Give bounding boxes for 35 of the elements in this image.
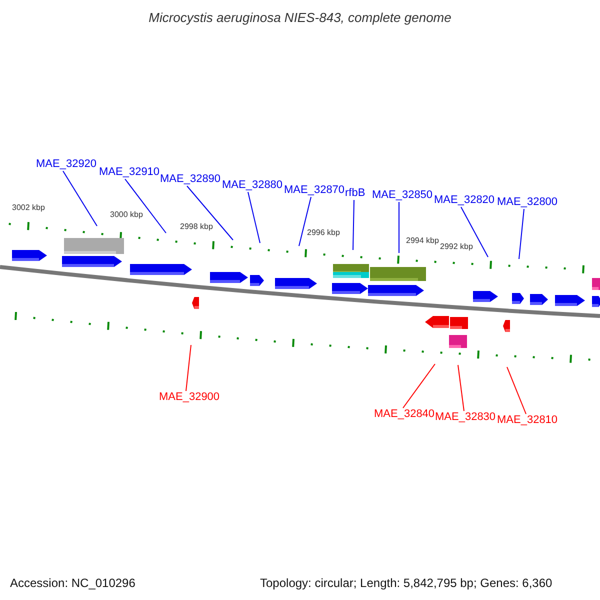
leader-line <box>402 364 436 408</box>
scale-label: 2998 kbp <box>180 222 213 231</box>
leader-line <box>518 208 524 260</box>
gene-label: MAE_32870 <box>284 184 345 197</box>
gene-label: MAE_32820 <box>434 194 495 207</box>
gene-label: MAE_32900 <box>159 391 220 404</box>
gene-label: MAE_32880 <box>222 179 283 192</box>
leader-line <box>124 178 166 234</box>
gene-label: MAE_32830 <box>435 411 496 424</box>
gene-label: MAE_32920 <box>36 158 97 171</box>
leader-line <box>506 366 526 414</box>
gene-label: MAE_32910 <box>99 166 160 179</box>
gene-label: MAE_32840 <box>374 408 435 421</box>
leader-line <box>186 186 234 240</box>
scale-label: 2996 kbp <box>307 228 340 237</box>
leader-line <box>352 200 354 250</box>
scale-label: 3000 kbp <box>110 210 143 219</box>
leader-line <box>186 344 192 392</box>
gene-label: MAE_32800 <box>497 196 558 209</box>
leader-line <box>398 202 400 254</box>
genome-summary-text: Topology: circular; Length: 5,842,795 bp; Genes: 6,360 <box>260 576 552 590</box>
leader-line <box>460 206 488 258</box>
scale-label: 2992 kbp <box>440 242 473 251</box>
gene-label: MAE_32890 <box>160 173 221 186</box>
gene-label: MAE_32850 <box>372 189 433 202</box>
leader-line <box>298 196 312 246</box>
scale-label: 2994 kbp <box>406 236 439 245</box>
scale-label: 3002 kbp <box>12 203 45 212</box>
diagram-title: Microcystis aeruginosa NIES-843, complete genome <box>148 10 452 25</box>
accession-text: Accession: NC_010296 <box>10 576 136 590</box>
gene-label: rfbB <box>345 187 366 200</box>
leader-line <box>248 192 260 244</box>
gene-label: MAE_32810 <box>497 414 558 427</box>
leader-line <box>62 170 98 226</box>
leader-line <box>458 364 464 412</box>
